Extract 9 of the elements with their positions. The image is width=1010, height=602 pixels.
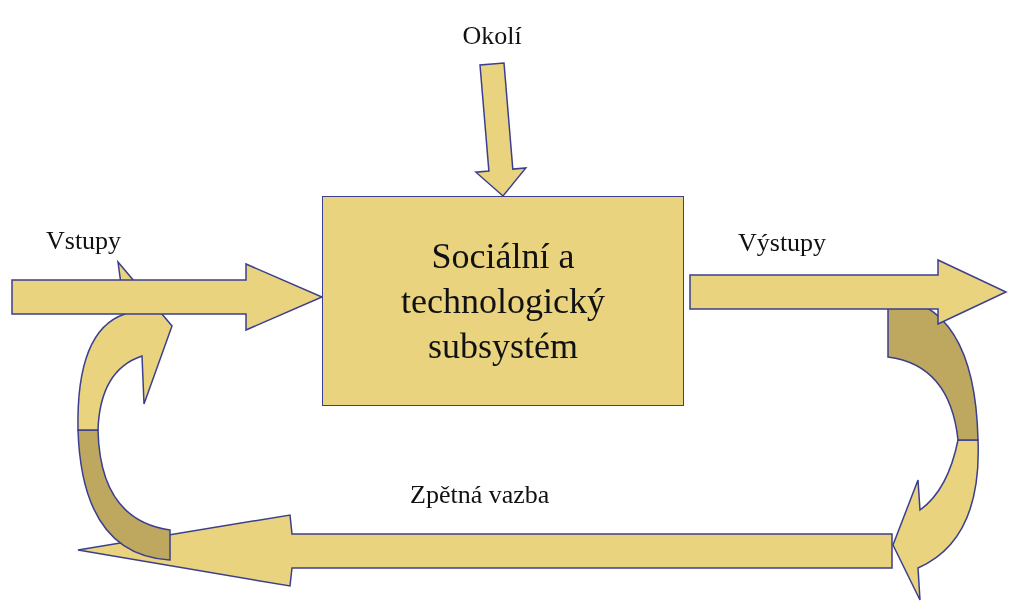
process-box [322, 196, 684, 406]
node-label: Okolí [462, 21, 522, 51]
box-title: Sociální a technologický subsystém [400, 234, 606, 368]
loop-label: Zpětná vazba [410, 480, 550, 510]
block-arrow [474, 62, 528, 198]
edge-label: Vstupy [46, 226, 122, 256]
edge-label: Výstupy [738, 228, 827, 258]
block-arrow [11, 262, 324, 332]
block-arrow [689, 258, 1008, 326]
